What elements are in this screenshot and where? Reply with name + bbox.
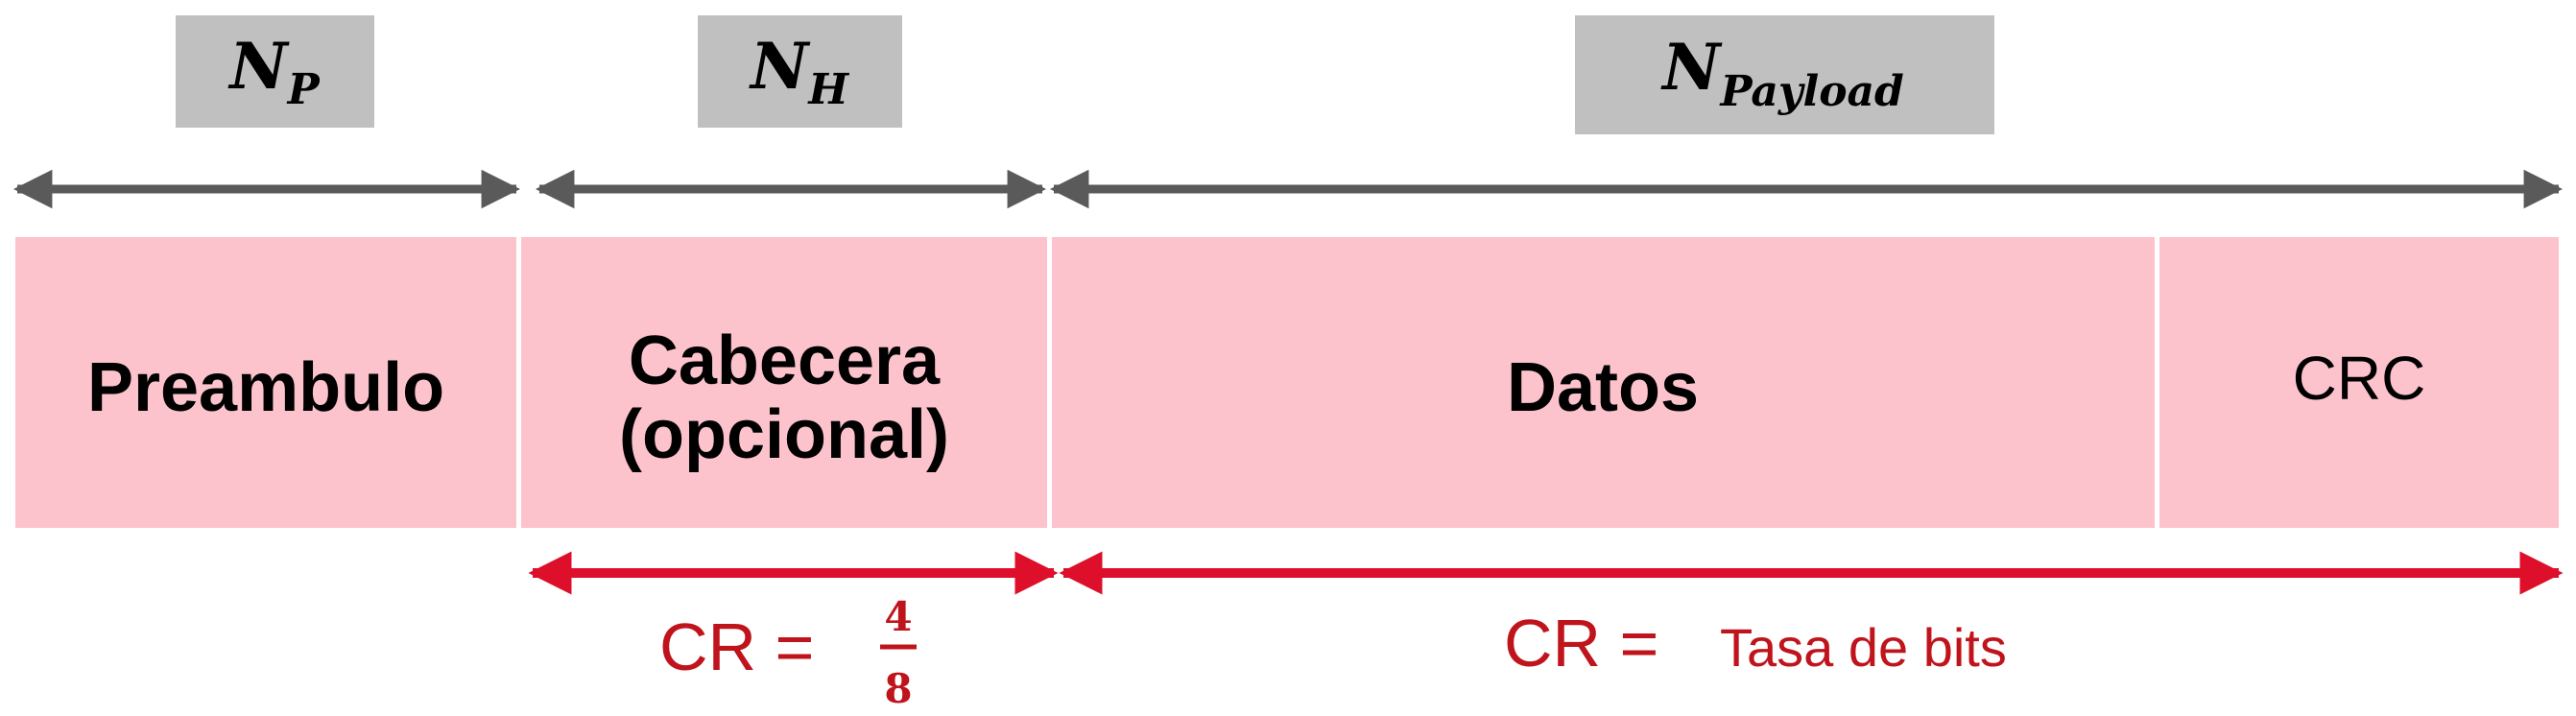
svg-text:NPayload: NPayload <box>1660 30 1904 116</box>
header-cr-prefix: CR = <box>659 609 814 684</box>
payload-cr-prefix: CR = <box>1504 606 1658 680</box>
npayload-label: NPayload <box>1575 15 1994 134</box>
crc-label: CRC <box>2293 344 2426 413</box>
header-label-line2: (opcional) <box>619 396 949 473</box>
svg-text:NP: NP <box>227 29 321 114</box>
np-label: NP <box>176 15 374 128</box>
data-segment: Datos <box>1052 237 2155 528</box>
nh-label: NH <box>698 15 902 128</box>
preamble-segment: Preambulo <box>15 237 516 528</box>
header-cr-denominator: 8 <box>884 665 912 712</box>
crc-segment: CRC <box>2159 237 2559 528</box>
data-label: Datos <box>1507 349 1699 426</box>
payload-cr-text: Tasa de bits <box>1720 617 2007 678</box>
svg-text:NH: NH <box>749 29 849 114</box>
payload-coding-rate: CR = Tasa de bits <box>1504 606 2007 680</box>
header-segment: Cabecera (opcional) <box>521 237 1047 528</box>
header-coding-rate: CR = 4 8 <box>659 593 917 712</box>
header-label-line1: Cabecera <box>629 322 941 399</box>
header-cr-numerator: 4 <box>884 593 912 640</box>
preamble-label: Preambulo <box>87 349 444 426</box>
